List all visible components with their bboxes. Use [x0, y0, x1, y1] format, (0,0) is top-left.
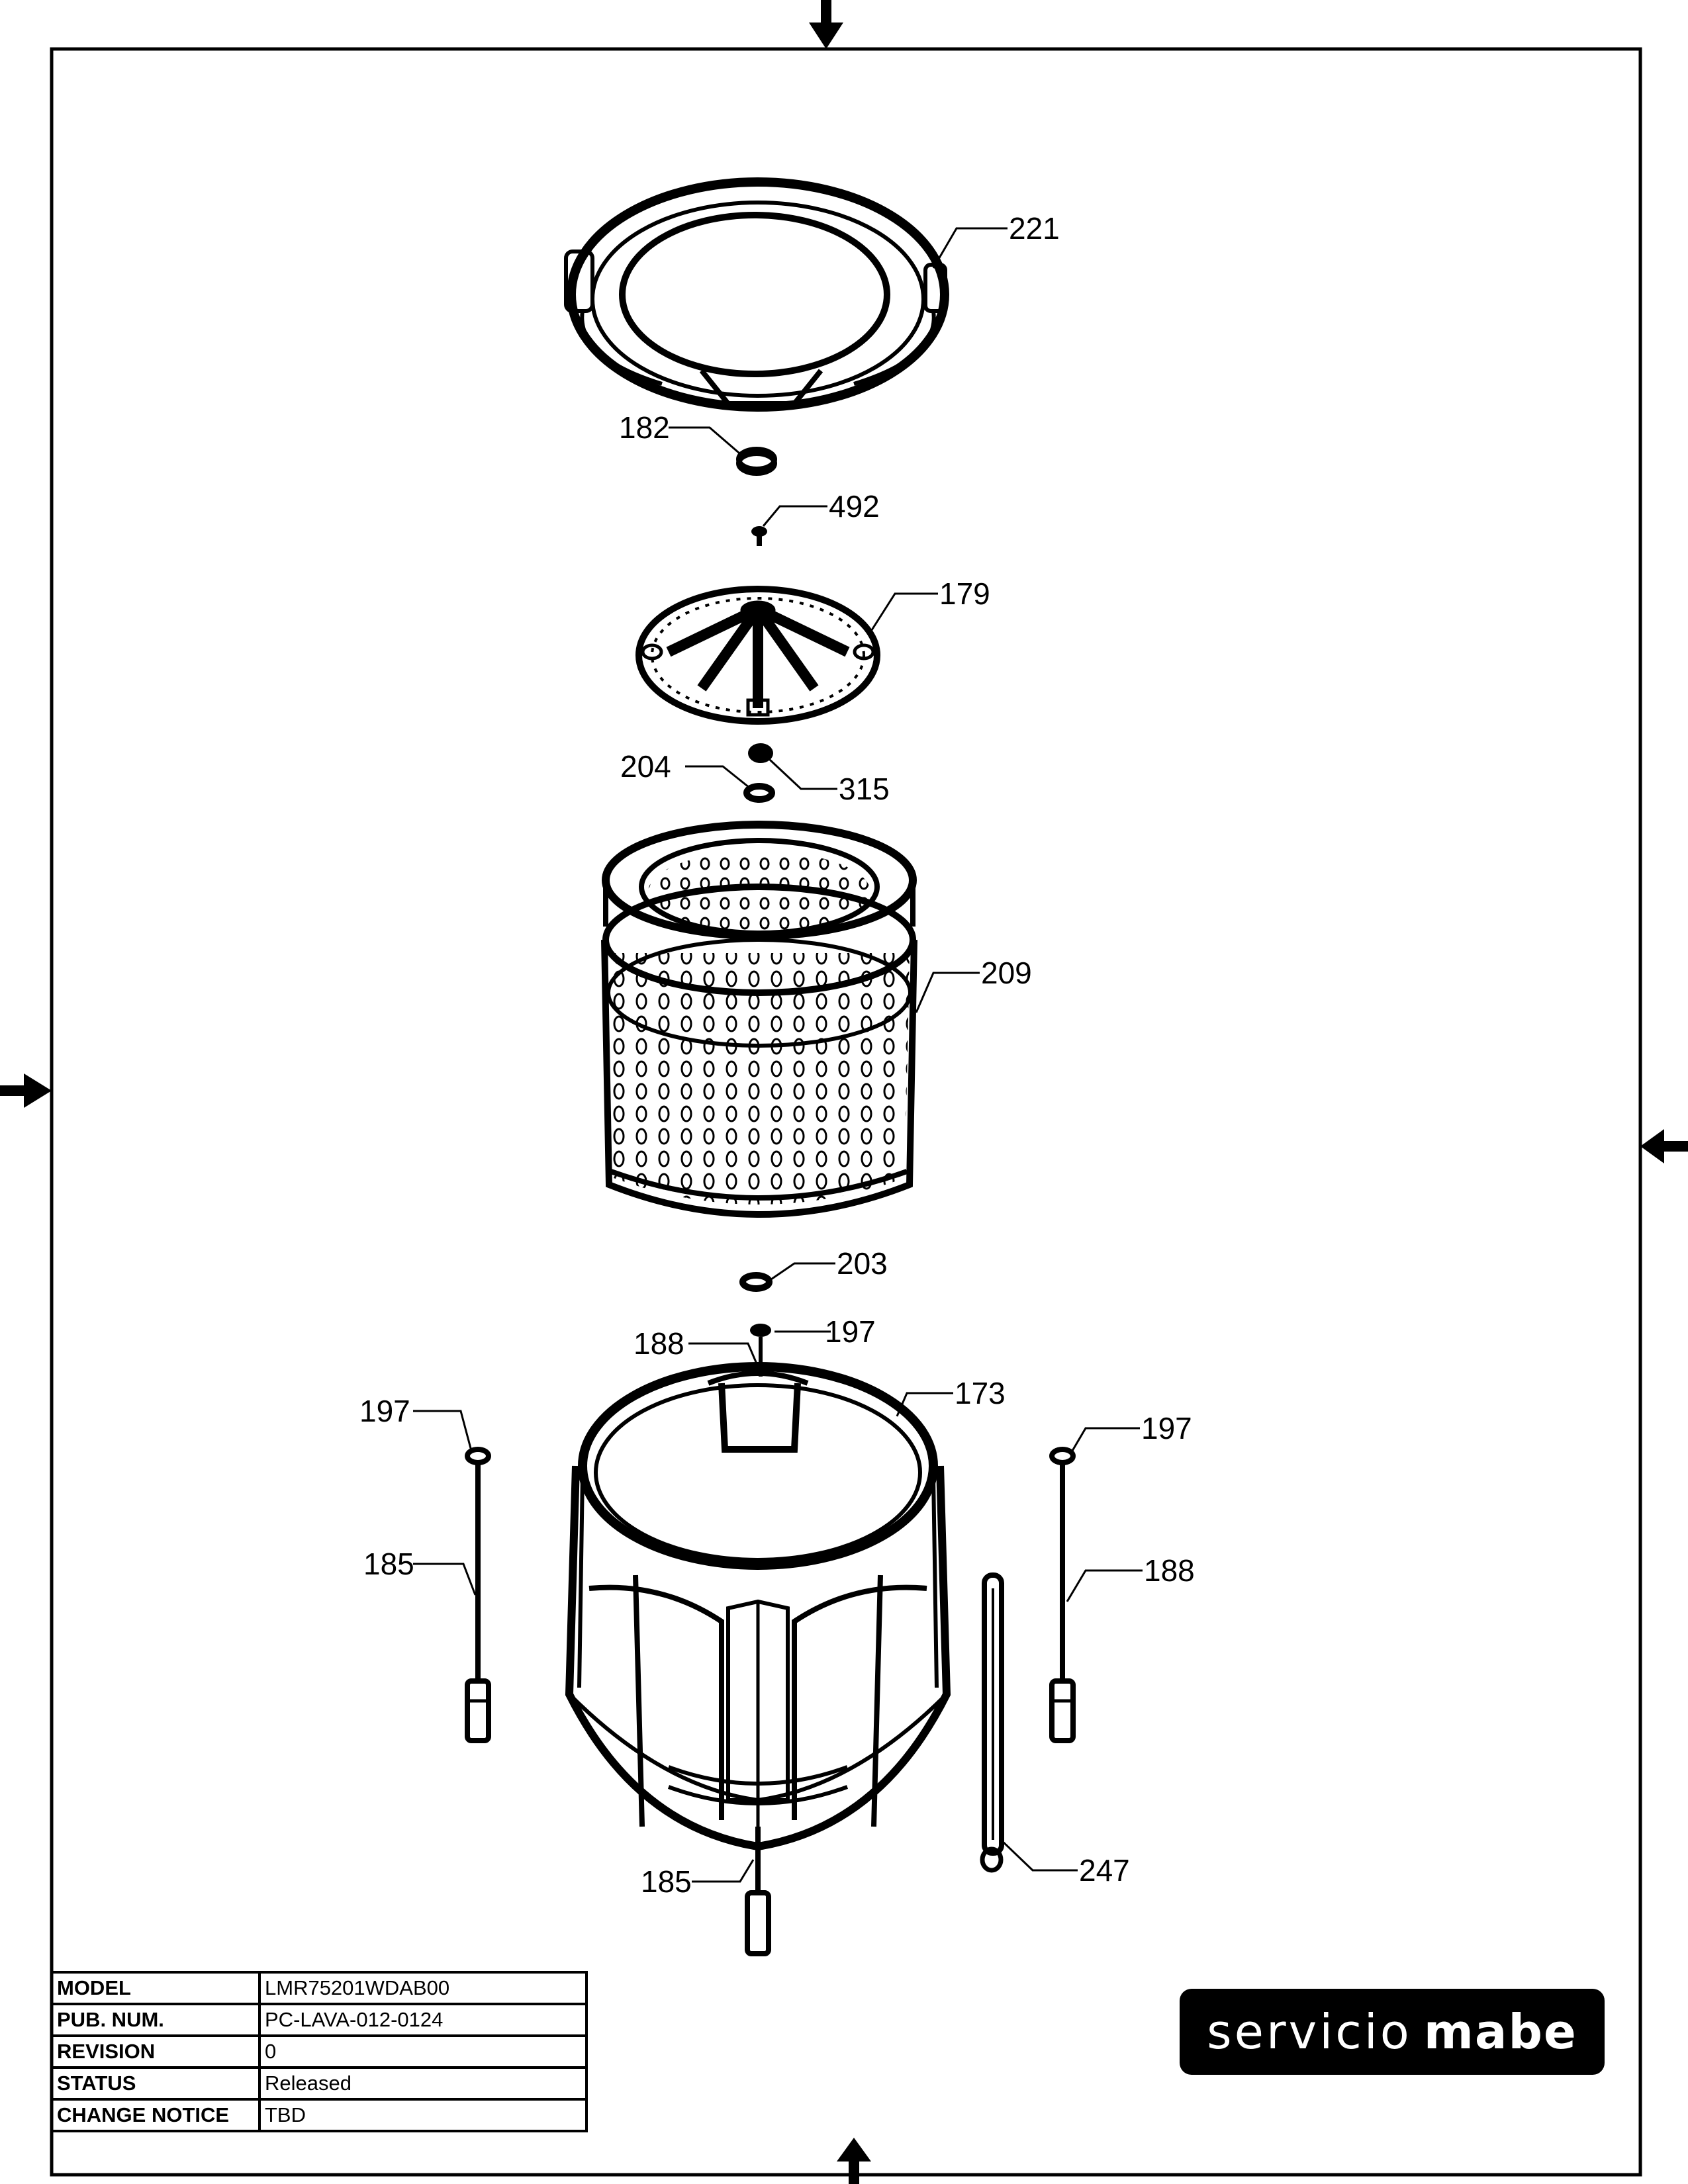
callout-197: 197 [359, 1394, 410, 1428]
callout-203: 203 [837, 1246, 888, 1281]
part-182-clip [736, 447, 777, 476]
callout-197: 197 [825, 1314, 876, 1349]
part-221-balance-ring [564, 177, 949, 412]
callout-221: 221 [1009, 211, 1060, 246]
model-label: MODEL [50, 1971, 261, 2005]
servicio-mabe-logo: servicio mabe [1180, 1989, 1605, 2075]
callout-204: 204 [620, 749, 671, 784]
part-315-nut [748, 743, 773, 763]
title-block-row: MODEL LMR75201WDAB00 [50, 1971, 588, 2005]
callout-247: 247 [1079, 1853, 1130, 1888]
revision-label: REVISION [50, 2034, 261, 2069]
part-197-cap [750, 1324, 771, 1337]
suspension-rod-front [745, 1337, 771, 1956]
logo-word-servicio: servicio [1207, 2004, 1412, 2060]
callout-179: 179 [939, 576, 990, 611]
pub-num-label: PUB. NUM. [50, 2003, 261, 2037]
status-value: Released [258, 2066, 588, 2101]
suspension-rod-right [1049, 1447, 1076, 1743]
part-492-screw [751, 526, 767, 546]
callout-197: 197 [1141, 1411, 1192, 1445]
revision-value: 0 [258, 2034, 588, 2069]
callout-labels: 221 182 492 179 204 315 209 203 188 197 … [359, 211, 1195, 1899]
callout-209: 209 [981, 956, 1032, 990]
pub-num-value: PC-LAVA-012-0124 [258, 2003, 588, 2037]
title-block-row: PUB. NUM. PC-LAVA-012-0124 [50, 2003, 588, 2037]
callout-315: 315 [839, 772, 890, 806]
callout-492: 492 [829, 489, 880, 523]
title-block-row: CHANGE NOTICE TBD [50, 2098, 588, 2132]
change-notice-label: CHANGE NOTICE [50, 2098, 261, 2132]
title-block-row: REVISION 0 [50, 2034, 588, 2069]
part-179-pulsator-plate [635, 586, 880, 725]
part-247-hose [980, 1572, 1004, 1873]
logo-word-mabe: mabe [1423, 2004, 1577, 2060]
change-notice-value: TBD [258, 2098, 588, 2132]
callout-185: 185 [641, 1864, 692, 1899]
part-203-washer [739, 1272, 773, 1292]
title-block: MODEL LMR75201WDAB00 PUB. NUM. PC-LAVA-0… [50, 1971, 588, 2132]
callout-188: 188 [1144, 1553, 1195, 1588]
part-173-outer-tub [565, 1362, 951, 1851]
part-204-washer [743, 783, 775, 803]
suspension-rod-left [465, 1447, 491, 1743]
callout-185: 185 [363, 1547, 414, 1581]
callout-leaders [413, 227, 1143, 1883]
callout-173: 173 [955, 1376, 1006, 1410]
sheet-border [50, 47, 1642, 2177]
title-block-row: STATUS Released [50, 2066, 588, 2101]
callout-188: 188 [633, 1326, 684, 1361]
model-value: LMR75201WDAB00 [258, 1971, 588, 2005]
part-209-wash-basket [601, 821, 917, 1218]
status-label: STATUS [50, 2066, 261, 2101]
callout-182: 182 [619, 410, 670, 445]
